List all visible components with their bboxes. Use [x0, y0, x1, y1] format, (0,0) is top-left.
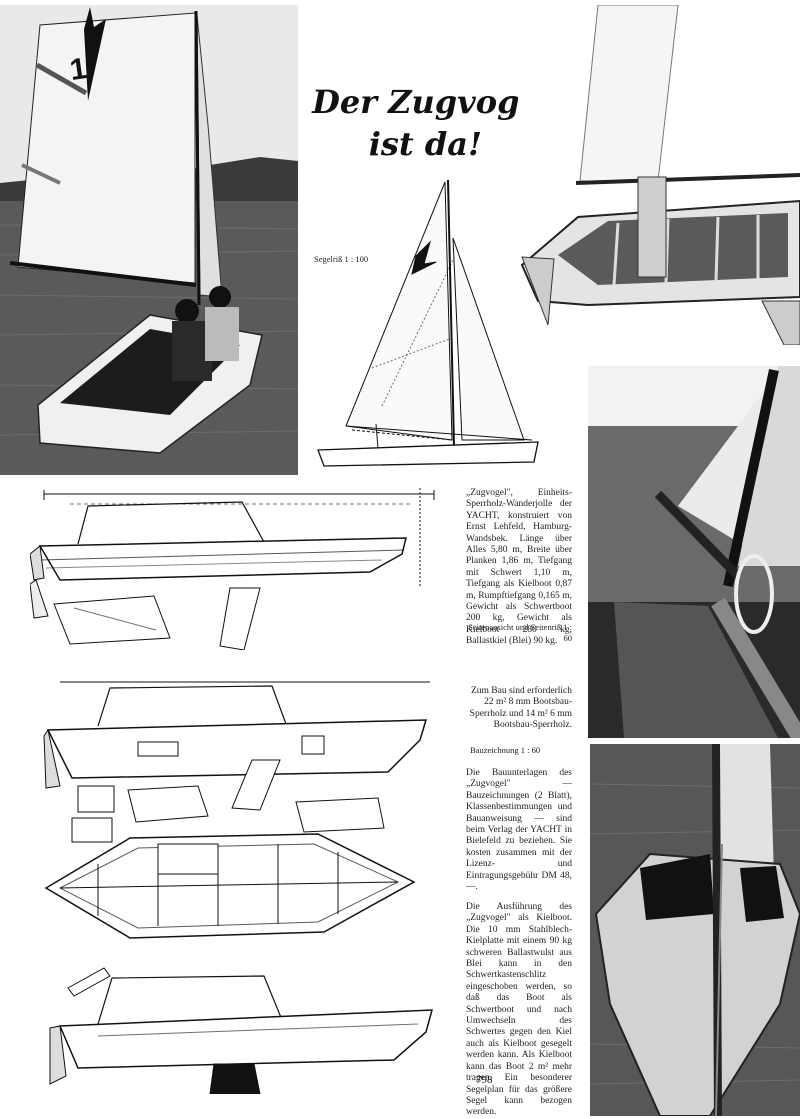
caption-intro: „Zugvogel", Einheits-Sperrholz-Wanderjol…: [466, 488, 572, 647]
page-title-line1: Der Zugvogel: [312, 83, 552, 121]
photo-deck-aerial: [518, 5, 800, 345]
page-title-line2: ist da!: [368, 125, 482, 163]
photo-mast-detail: [588, 366, 800, 738]
caption-keel: Die Ausführung des „Zugvogel" als Kielbo…: [466, 902, 572, 1118]
sail-plan-label: Segelriß 1 : 100: [314, 254, 369, 264]
caption-materials: Zum Bau sind erforderlich 22 m² 8 mm Boo…: [469, 686, 572, 731]
photo-bow-view: [590, 744, 800, 1116]
photo-sailing-dinghy: 1: [0, 5, 298, 475]
caption-plans: Die Bauunterlagen des „Zugvogel" — Bauze…: [466, 768, 572, 893]
side-view-drawing: [30, 488, 448, 650]
construction-label: Bauzeichnung 1 : 60: [470, 745, 541, 755]
page-number: 798: [476, 1074, 493, 1086]
side-view-label: Seitenansicht und Seitenriß 1 : 60: [468, 622, 572, 643]
sail-plan-drawing: [312, 178, 544, 470]
construction-drawing: [38, 676, 448, 1094]
